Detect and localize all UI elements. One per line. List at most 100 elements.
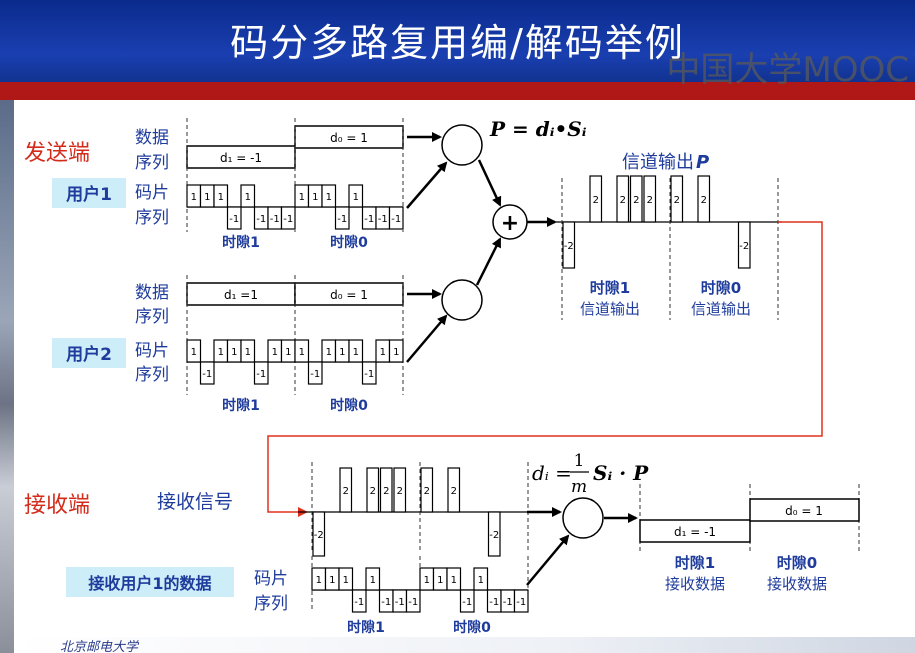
user2-slot0-label: 时隙0	[330, 397, 368, 414]
chip-value: 1	[204, 192, 210, 203]
chip-value: 1	[437, 575, 443, 586]
chip-value: 1	[380, 347, 386, 358]
chip-bar	[351, 589, 367, 613]
channel-slot1-label-1: 时隙1	[590, 279, 630, 297]
level-bar	[616, 175, 630, 223]
level-value: 2	[593, 195, 599, 206]
chip-value: -1	[378, 214, 388, 225]
level-value: -2	[314, 530, 324, 541]
sender-label: 发送端	[24, 141, 90, 166]
chip-bar	[253, 361, 269, 385]
channel-slot0-label-1: 时隙0	[701, 279, 741, 297]
chip-bar	[348, 339, 364, 363]
chip-bar	[338, 567, 354, 591]
chip-bar	[280, 206, 296, 230]
level-value: -2	[489, 530, 499, 541]
level-bar	[393, 467, 407, 513]
chip-value: 1	[191, 192, 197, 203]
level-value: 2	[647, 195, 653, 206]
level-bar	[420, 467, 434, 513]
correlator	[562, 497, 604, 539]
chip-value: -1	[229, 214, 239, 225]
multiplier-user1	[441, 124, 483, 166]
user2-label: 用户2	[66, 344, 112, 365]
chip-bar	[294, 339, 310, 363]
level-value: 2	[633, 195, 639, 206]
level-value: -2	[564, 241, 574, 252]
channel-path-line	[267, 221, 823, 517]
level-value: -2	[739, 241, 749, 252]
chip-value: 1	[451, 575, 457, 586]
level-value: 2	[674, 195, 680, 206]
user2-chip-seq-label-1: 码片	[135, 341, 169, 361]
channel-slot0-label-2: 信道输出	[691, 300, 751, 318]
chip-value: -1	[337, 214, 347, 225]
chip-value: 1	[393, 347, 399, 358]
slide-title: 码分多路复用编/解码举例	[230, 21, 685, 65]
level-bar	[589, 175, 603, 223]
user1-chip-seq-label-1: 码片	[135, 183, 169, 203]
chip-value: 1	[353, 192, 359, 203]
decode-formula-rhs: Sᵢ · P	[593, 461, 649, 485]
chip-value: 1	[329, 575, 335, 586]
chip-value: 1	[299, 347, 305, 358]
level-value: 2	[451, 486, 457, 497]
adder-plus: +	[501, 211, 519, 236]
user2-d0-text: d₀ = 1	[330, 288, 368, 302]
level-bar	[737, 221, 751, 269]
title-bar-stripe	[0, 82, 915, 100]
chip-value: -1	[202, 369, 212, 380]
chip-value: -1	[408, 597, 418, 608]
user1-label-bg	[52, 178, 126, 208]
receiver-label: 接收端	[24, 493, 90, 518]
chip-bar	[307, 361, 323, 385]
chip-bar	[388, 206, 404, 230]
chip-value: 1	[326, 192, 332, 203]
chip-value: 1	[218, 192, 224, 203]
chip-value: 1	[245, 347, 251, 358]
level-value: 2	[383, 486, 389, 497]
level-value: 2	[370, 486, 376, 497]
chip-value: 1	[312, 192, 318, 203]
footer-text: 北京邮电大学	[60, 640, 139, 653]
level-value: 2	[397, 486, 403, 497]
arrow-u1chip-to-mult	[406, 161, 448, 209]
level-bar	[487, 511, 501, 557]
receive-user-label-bg	[66, 567, 234, 597]
user1-chip-seq-label-2: 序列	[135, 208, 169, 228]
level-bar	[366, 467, 380, 513]
user2-data-seq-label-2: 序列	[135, 307, 169, 327]
multiplier-user2	[441, 279, 483, 321]
chip-bar	[446, 567, 462, 591]
chip-bar	[226, 206, 242, 230]
user2-data-seq-label-1: 数据	[135, 283, 169, 303]
chip-value: 1	[316, 575, 322, 586]
chip-value: 1	[245, 192, 251, 203]
chip-value: -1	[310, 369, 320, 380]
level-bar	[447, 467, 461, 513]
chip-value: -1	[489, 597, 499, 608]
chip-bar	[334, 206, 350, 230]
chip-bar	[240, 184, 256, 208]
chip-value: -1	[256, 369, 266, 380]
chip-value: -1	[364, 214, 374, 225]
chip-value: -1	[503, 597, 513, 608]
level-bar	[379, 467, 393, 513]
chip-value: 1	[424, 575, 430, 586]
user1-slot1-label: 时隙1	[222, 234, 260, 251]
user2-label-bg	[52, 338, 126, 368]
watermark-logo-text: 中国大学MOOC	[666, 50, 909, 90]
encode-formula: P = dᵢ•Sᵢ	[489, 117, 587, 141]
chip-bar	[213, 184, 229, 208]
chip-bar	[459, 589, 475, 613]
user1-label: 用户1	[66, 184, 112, 205]
user2-slot1-label: 时隙1	[222, 397, 260, 414]
chip-bar	[199, 361, 215, 385]
